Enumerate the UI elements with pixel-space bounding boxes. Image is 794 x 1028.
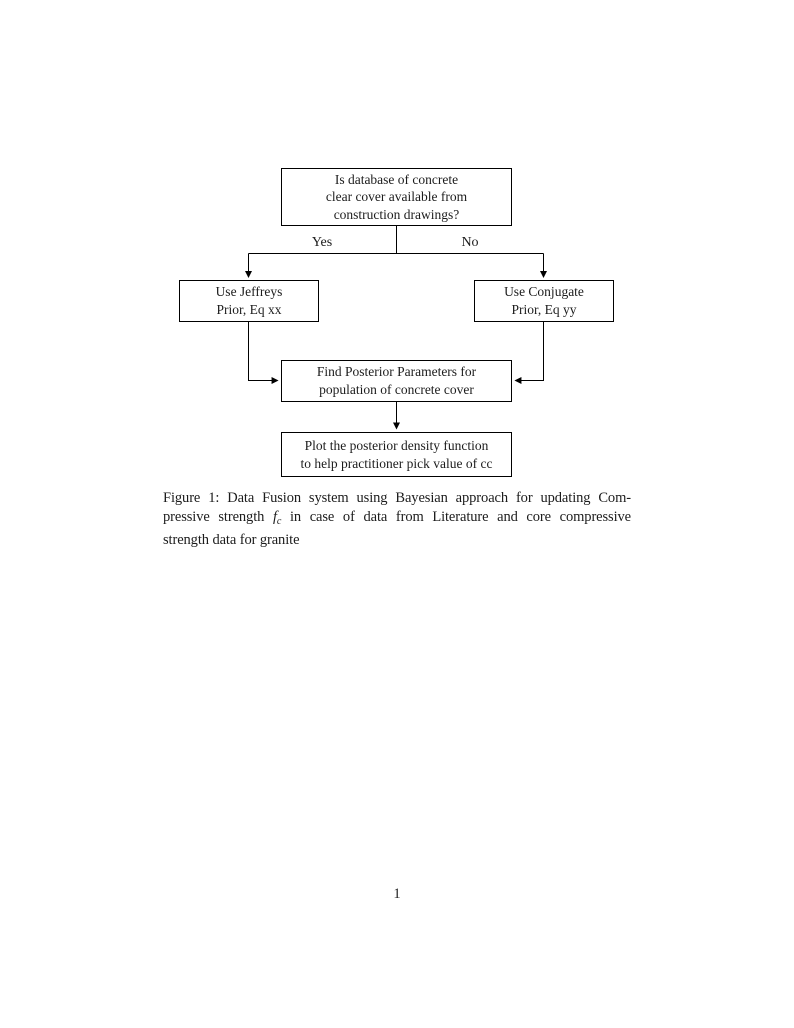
edge-jeffreys-to-posterior [248, 322, 279, 384]
figure-caption-line-2: pressive strength fc in case of data fro… [163, 508, 631, 531]
flowchart-node-question: Is database of concrete clear cover avai… [281, 168, 512, 226]
figure-caption-text-2a: pressive strength [163, 509, 265, 525]
edge-label-yes: Yes [311, 235, 333, 250]
math-subscript-c: c [276, 516, 282, 528]
flowchart-node-jeffreys-label: Use Jeffreys Prior, Eq xx [215, 284, 283, 317]
flowchart-node-posterior-parameters: Find Posterior Parameters for population… [281, 360, 512, 402]
edge-label-no: No [461, 235, 479, 250]
flowchart-node-posterior-label: Find Posterior Parameters for population… [316, 364, 477, 397]
flowchart-node-jeffreys-prior: Use Jeffreys Prior, Eq xx [179, 280, 319, 322]
figure-caption-text-1: Figure 1: Data Fusion system using Bayes… [163, 490, 631, 506]
figure-caption-text-2b: in case of data from Literature and core… [289, 509, 632, 525]
figure-caption: Figure 1: Data Fusion system using Bayes… [163, 489, 631, 550]
page-number: 1 [393, 886, 401, 902]
flowchart-node-plot-label: Plot the posterior density function to h… [300, 437, 493, 471]
flowchart-node-conjugate-label: Use Conjugate Prior, Eq yy [504, 284, 584, 317]
flowchart-node-conjugate-prior: Use Conjugate Prior, Eq yy [474, 280, 614, 322]
math-variable-f: f [272, 509, 277, 525]
figure-caption-text-3: strength data for granite [163, 532, 300, 549]
flowchart-node-plot-density: Plot the posterior density function to h… [281, 432, 512, 477]
math-fc-symbol: fc [272, 509, 282, 528]
figure-caption-line-3: strength data for granite [163, 531, 631, 550]
edge-conjugate-to-posterior [514, 322, 544, 384]
figure-caption-line-1: Figure 1: Data Fusion system using Bayes… [163, 489, 631, 508]
flowchart-node-question-label: Is database of concrete clear cover avai… [325, 171, 468, 222]
